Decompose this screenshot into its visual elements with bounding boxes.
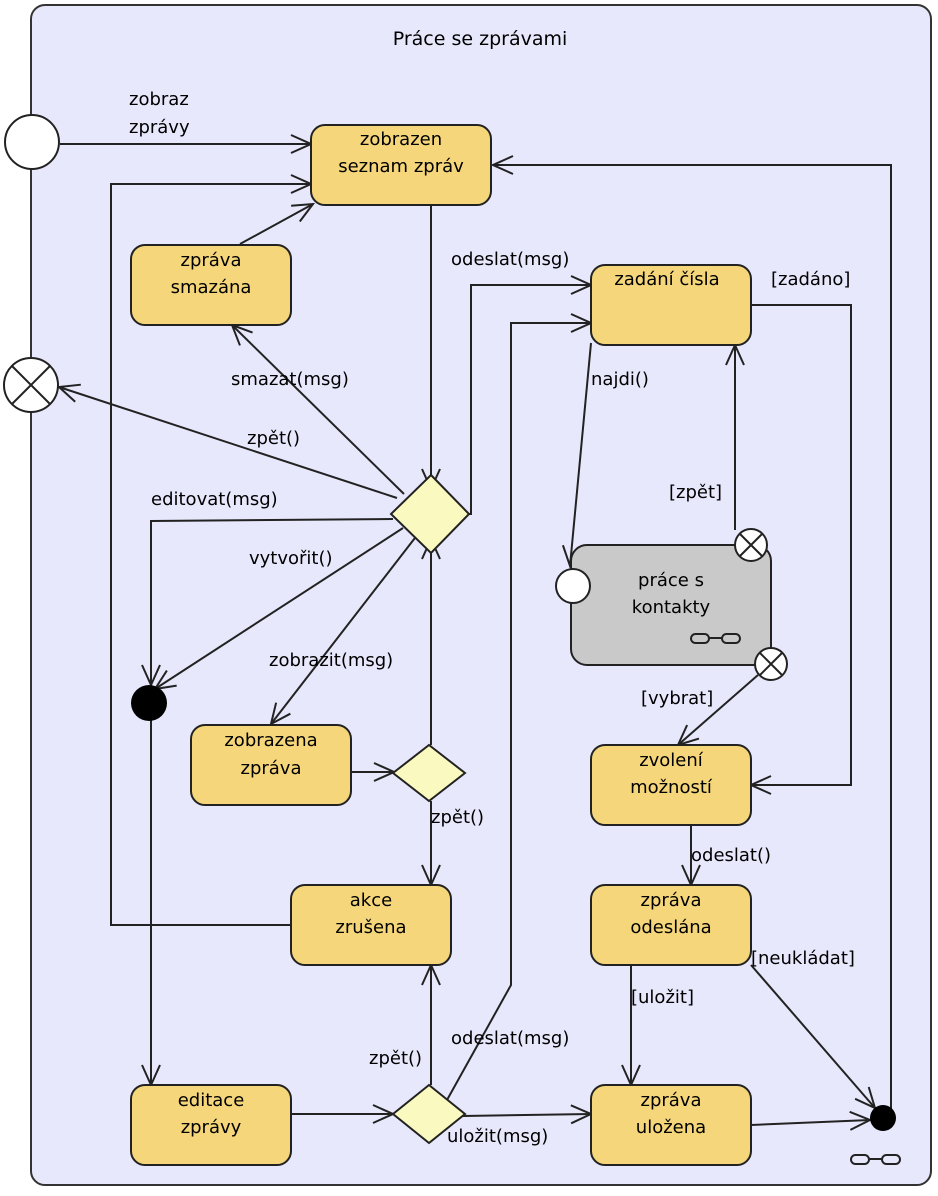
state-zprava-odeslana[interactable]: zpráva odeslána xyxy=(590,884,752,966)
label-vybrat: [vybrat] xyxy=(641,688,713,709)
transition-decision-to-smazana[interactable] xyxy=(232,325,405,495)
transition-decision-to-initial-edit[interactable] xyxy=(151,518,394,685)
state-label-line: zpráva xyxy=(241,758,302,779)
state-label-line: zobrazen xyxy=(360,129,442,150)
state-akce-zrusena[interactable]: akce zrušena xyxy=(290,884,452,966)
state-zobrazen-seznam-zprav[interactable]: zobrazen seznam zpráv xyxy=(310,124,492,206)
label-zpet-exit: zpět() xyxy=(247,428,300,449)
transition-decision-to-zobrazena[interactable] xyxy=(271,533,419,724)
label-odeslat-call: odeslat() xyxy=(691,845,771,866)
label-zadano: [zadáno] xyxy=(771,269,850,290)
transition-smazana-to-list[interactable] xyxy=(239,204,313,245)
label-editovat-msg: editovat(msg) xyxy=(151,489,278,510)
entry-point-circle[interactable] xyxy=(4,114,60,170)
submachine-glasses-icon xyxy=(850,1154,901,1165)
kontakty-exit-point-bottom[interactable] xyxy=(754,647,788,681)
transition-decision-to-zadani-bottom[interactable] xyxy=(446,323,591,1101)
transition-ulozena-to-list[interactable] xyxy=(493,165,892,1111)
label-zpet-bracket: [zpět] xyxy=(669,482,722,503)
state-label-line: zprávy xyxy=(181,1117,242,1138)
label-zpet-bottom: zpět() xyxy=(369,1048,422,1069)
transition-zadani-to-zvoleni[interactable] xyxy=(751,304,852,785)
state-zobrazena-zprava[interactable]: zobrazena zpráva xyxy=(190,724,352,806)
state-zvoleni-moznosti[interactable]: zvolení možností xyxy=(590,744,752,826)
transitions xyxy=(59,144,892,1125)
state-editace-zpravy[interactable]: editace zprávy xyxy=(130,1084,292,1166)
state-label-line: práce s xyxy=(638,570,704,591)
transition-akce-to-list[interactable] xyxy=(110,184,311,926)
state-zprava-smazana[interactable]: zpráva smazána xyxy=(130,244,292,326)
state-label-line: zpráva xyxy=(641,1090,702,1111)
state-label-line: kontakty xyxy=(632,597,711,618)
decision-node-zobrazena[interactable] xyxy=(391,743,467,803)
label-zpet-mid: zpět() xyxy=(431,807,484,828)
label-ulozit: [uložit] xyxy=(631,987,694,1008)
transition-ulozena-to-final[interactable] xyxy=(750,1120,870,1125)
decision-node-editace[interactable] xyxy=(391,1083,467,1145)
state-label-line: možností xyxy=(630,777,713,798)
state-label-line: akce xyxy=(350,890,392,911)
transition-decision-to-exit[interactable] xyxy=(59,387,398,499)
transition-labels: zobraz zprávy odeslat(msg) [zadáno] smaz… xyxy=(129,89,855,1147)
state-zprava-ulozena[interactable]: zpráva uložena xyxy=(590,1084,752,1166)
state-label-line: zvolení xyxy=(639,750,704,771)
state-label-line: zrušena xyxy=(335,917,406,938)
kontakty-exit-point-top[interactable] xyxy=(734,528,768,562)
state-label-line: seznam zpráv xyxy=(338,156,464,177)
state-label-line: zpráva xyxy=(181,250,242,271)
state-label-line: uložena xyxy=(636,1117,706,1138)
transition-decision-to-initial-create[interactable] xyxy=(155,527,404,689)
kontakty-entry-point[interactable] xyxy=(555,568,591,604)
label-zobraz: zobraz xyxy=(129,89,189,110)
label-zobrazit-msg: zobrazit(msg) xyxy=(269,650,393,671)
exit-point-cross-circle[interactable] xyxy=(3,357,59,413)
state-label-line: odeslána xyxy=(630,917,711,938)
state-label-line: smazána xyxy=(171,277,252,298)
state-label-line: zobrazena xyxy=(224,730,317,751)
transition-kontakty-to-zvoleni[interactable] xyxy=(678,674,759,745)
state-label-line: zadání čísla xyxy=(614,269,719,290)
submachine-glasses-icon xyxy=(690,633,741,644)
transition-odeslana-to-final[interactable] xyxy=(750,964,875,1108)
state-label-line: zpráva xyxy=(641,890,702,911)
label-zpravy: zprávy xyxy=(129,117,190,138)
label-vytvorit: vytvořit() xyxy=(249,548,333,569)
transition-zadani-to-kontakty[interactable] xyxy=(570,342,592,566)
initial-node-dot[interactable] xyxy=(131,685,167,721)
final-node-dot[interactable] xyxy=(870,1105,896,1131)
label-smazat-msg: smazat(msg) xyxy=(231,369,349,390)
container-title: Práce se zprávami xyxy=(393,28,568,50)
decision-node-main[interactable] xyxy=(389,473,471,555)
state-prace-s-kontakty[interactable]: práce s kontakty xyxy=(570,544,772,666)
label-odeslat-msg-top: odeslat(msg) xyxy=(451,249,569,270)
state-label-line: editace xyxy=(178,1090,245,1111)
label-ulozit-msg: uložit(msg) xyxy=(447,1126,548,1147)
label-najdi: najdi() xyxy=(591,369,649,390)
transition-decision-to-ulozena[interactable] xyxy=(462,1114,591,1116)
label-neukladat: [neukládat] xyxy=(751,948,855,969)
state-zadani-cisla[interactable]: zadání čísla xyxy=(590,264,752,346)
label-odeslat-msg-bottom: odeslat(msg) xyxy=(451,1028,569,1049)
